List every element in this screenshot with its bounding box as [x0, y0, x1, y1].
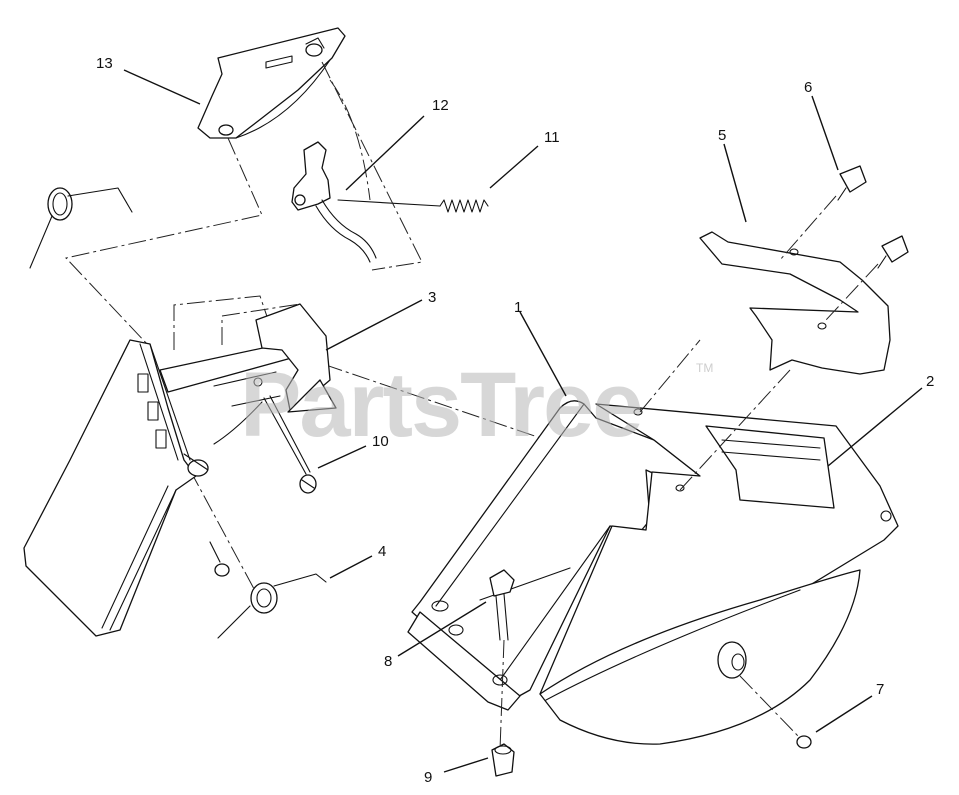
- leader-8: [397, 601, 487, 657]
- callout-7: 7: [876, 681, 884, 698]
- part-7-screw: [739, 675, 812, 749]
- part-13-plate: [197, 27, 346, 139]
- leader-9: [443, 757, 489, 773]
- callout-numbers: 13 12 11 6 5 3 1 2 10 4 8 9 7: [96, 55, 934, 786]
- watermark: PartsTree TM: [240, 354, 713, 456]
- assembly-lines-right: [639, 339, 791, 491]
- leader-7: [815, 695, 873, 733]
- leader-2: [827, 387, 923, 467]
- part-3-latch: [159, 303, 337, 445]
- callout-12: 12: [432, 97, 449, 114]
- callout-10: 10: [372, 433, 389, 450]
- lower-left-screw: [209, 541, 230, 577]
- callout-4: 4: [378, 543, 386, 560]
- callout-5: 5: [718, 127, 726, 144]
- leader-4: [329, 555, 373, 579]
- callout-9: 9: [424, 769, 432, 786]
- callout-leaders: [123, 69, 923, 773]
- watermark-trademark: TM: [696, 361, 713, 375]
- part-4-spring: [217, 573, 327, 639]
- lower-deflector: [539, 569, 861, 745]
- part-9-nut: [491, 743, 515, 777]
- watermark-text: PartsTree: [240, 354, 641, 456]
- part-1-frame: [407, 400, 701, 711]
- leader-10: [317, 445, 367, 469]
- callout-2: 2: [926, 373, 934, 390]
- callout-11: 11: [544, 129, 560, 146]
- part-6-bolts: [779, 165, 909, 321]
- callout-13: 13: [96, 55, 113, 72]
- part-5-guard: [699, 231, 891, 375]
- callout-1: 1: [514, 299, 522, 316]
- callout-3: 3: [428, 289, 436, 306]
- leader-11: [489, 145, 539, 189]
- callout-6: 6: [804, 79, 812, 96]
- leader-6: [811, 95, 839, 171]
- leader-13: [123, 69, 201, 105]
- part-8-bolt: [489, 569, 515, 751]
- part-10-screw: [263, 395, 317, 494]
- leader-3: [325, 299, 423, 351]
- leader-12: [345, 115, 425, 191]
- part-12-rod: [291, 141, 377, 263]
- callout-8: 8: [384, 653, 392, 670]
- part-11-spring: [337, 199, 489, 213]
- upper-spring: [29, 187, 133, 269]
- leader-5: [723, 143, 747, 223]
- leader-1: [519, 311, 567, 397]
- left-bracket-housing: [23, 339, 209, 637]
